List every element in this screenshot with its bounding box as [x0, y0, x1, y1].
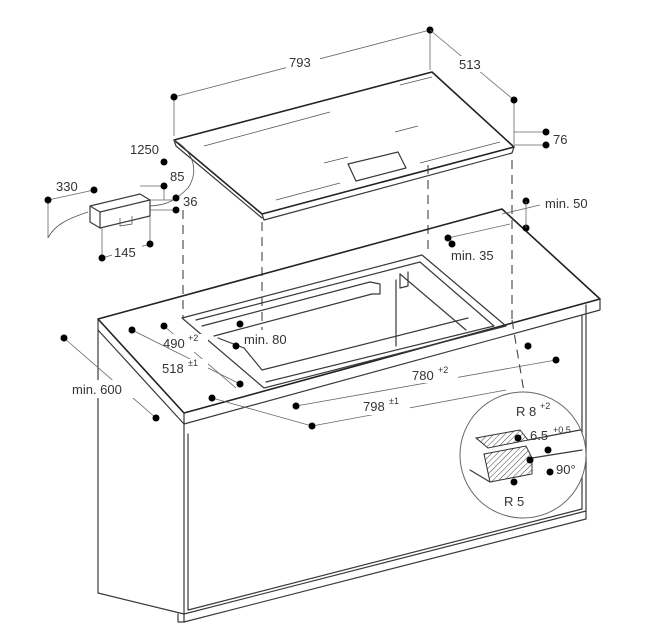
hob-front-line-right	[419, 141, 501, 164]
hob	[173, 71, 515, 221]
box-tab	[119, 216, 133, 227]
label-798: 798	[363, 399, 385, 414]
cabinet-side	[97, 329, 185, 615]
label-6-5: 6.5	[530, 428, 548, 443]
cabinet-door	[187, 315, 583, 611]
label-min-80: min. 80	[244, 332, 287, 347]
label-85: 85	[170, 169, 184, 184]
label-6-5-tol: +0.5	[553, 425, 571, 435]
dim-line-600	[63, 337, 157, 419]
label-r5: R 5	[504, 494, 524, 509]
detail-worktop-lines	[527, 429, 583, 459]
label-490-tol: +2	[188, 333, 198, 343]
hob-rear-line-right	[399, 76, 433, 86]
label-90: 90°	[556, 462, 576, 477]
label-793: 793	[289, 55, 311, 70]
label-76: 76	[553, 132, 567, 147]
label-490: 490	[163, 336, 185, 351]
hob-front-line-left	[275, 182, 341, 201]
connection-box: 330 85 36 145	[44, 169, 197, 262]
dim-line-85	[140, 185, 165, 200]
label-r8-tol: +2	[540, 401, 550, 411]
hob-left-edge	[173, 139, 263, 219]
label-min-35: min. 35	[451, 248, 494, 263]
hob-front-edge	[261, 146, 515, 221]
hob-top-surface	[173, 71, 515, 215]
worktop-surface	[97, 208, 601, 414]
cabinet	[97, 208, 601, 623]
box-edges	[89, 199, 151, 229]
detail-lower-section	[483, 445, 533, 483]
label-min-50: min. 50	[545, 196, 588, 211]
detail-magnifier: R 8 +2 6.5 +0.5 90° R 5	[459, 391, 587, 519]
dim-line-330	[47, 189, 95, 201]
hob-mark-2	[394, 125, 419, 133]
label-36: 36	[183, 194, 197, 209]
cutout-rebate-lines	[201, 281, 373, 337]
label-330: 330	[56, 179, 78, 194]
label-798-tol: ±1	[389, 396, 399, 406]
label-145: 145	[114, 245, 136, 260]
label-1250: 1250	[130, 142, 159, 157]
hob-rear-line	[203, 111, 331, 147]
dim-line-76	[514, 131, 548, 146]
dim-point	[170, 93, 178, 101]
hob-mark-1	[323, 156, 349, 164]
label-r8: R 8	[516, 404, 536, 419]
label-780-tol: +2	[438, 365, 448, 375]
worktop-front-edge	[183, 298, 601, 425]
cabinet-plinth	[183, 510, 587, 623]
dim-line-518	[131, 329, 241, 385]
label-780: 780	[412, 368, 434, 383]
hob-control-panel	[347, 151, 407, 182]
dim-line-36	[150, 199, 176, 211]
power-cable-left	[47, 211, 89, 239]
label-513: 513	[459, 57, 481, 72]
alignment-lines	[182, 160, 513, 330]
cutout-outer	[181, 254, 507, 389]
cutout-inner-front	[217, 317, 469, 371]
label-518: 518	[162, 361, 184, 376]
worktop-dimensions: min. 50 min. 35 490 +2 min. 80 518 ±1 78…	[60, 196, 588, 430]
hob-dimensions: 793 513 76 1250	[47, 26, 567, 239]
detail-leader	[511, 319, 525, 393]
label-518-tol: ±1	[188, 358, 198, 368]
power-cable	[149, 139, 194, 207]
cutout-rebate	[195, 261, 495, 383]
label-min-600: min. 600	[72, 382, 122, 397]
